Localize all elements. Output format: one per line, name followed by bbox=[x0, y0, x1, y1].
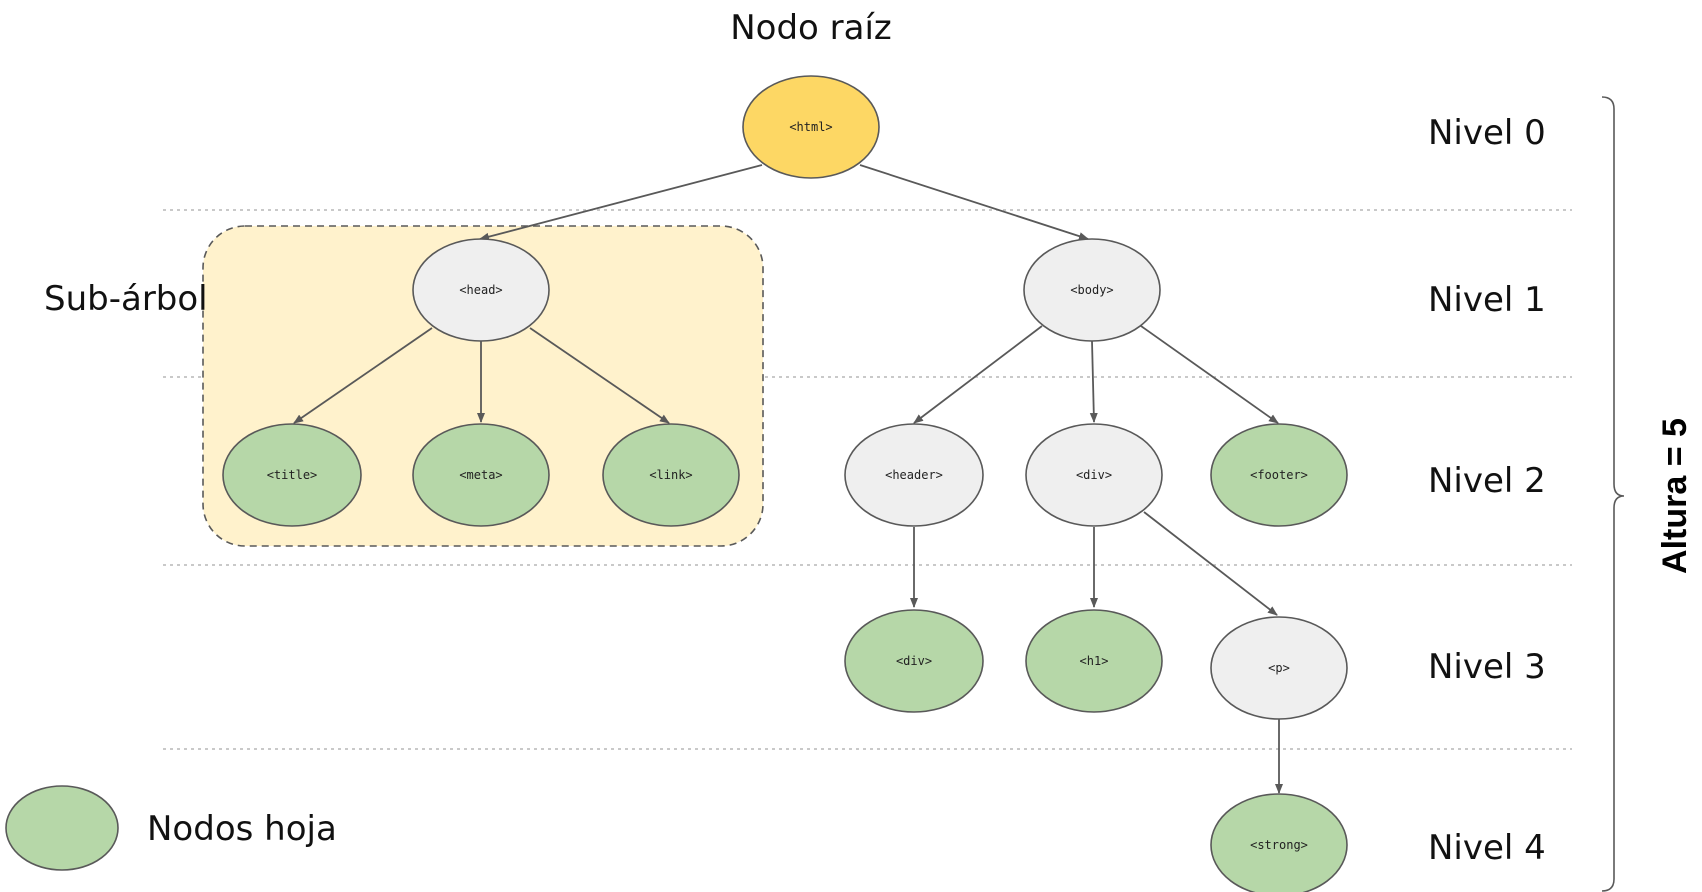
level-label: Nivel 4 bbox=[1428, 828, 1546, 868]
node-label: <head> bbox=[459, 283, 502, 297]
inner-node-shape bbox=[412, 238, 550, 342]
subtree-label: Sub-árbol bbox=[44, 279, 208, 319]
edges bbox=[293, 164, 1283, 794]
node-meta: <meta> bbox=[412, 423, 550, 527]
node-footer: <footer> bbox=[1210, 423, 1348, 527]
node-label: <body> bbox=[1070, 283, 1113, 297]
node-strong: <strong> bbox=[1210, 793, 1348, 892]
node-title: <title> bbox=[222, 423, 362, 527]
node-label: <footer> bbox=[1250, 468, 1308, 482]
root-label: Nodo raíz bbox=[730, 8, 892, 48]
edge-body-footer bbox=[1140, 325, 1279, 424]
leaf-node-shape bbox=[844, 609, 984, 713]
node-label: <p> bbox=[1268, 661, 1290, 675]
legend-swatch bbox=[5, 785, 119, 871]
node-link: <link> bbox=[602, 423, 740, 527]
node-div: <div> bbox=[1025, 423, 1163, 527]
node-label: <title> bbox=[267, 468, 318, 482]
level-labels: Nivel 0 Nivel 1 Nivel 2 Nivel 3 Nivel 4 bbox=[1428, 113, 1546, 868]
leaf-node-shape bbox=[602, 423, 740, 527]
level-label: Nivel 1 bbox=[1428, 280, 1546, 320]
node-label: <header> bbox=[885, 468, 943, 482]
height-bracket bbox=[1601, 96, 1625, 892]
node-header: <header> bbox=[844, 423, 984, 527]
inner-node-shape bbox=[1210, 616, 1348, 720]
leaf-node-shape bbox=[222, 423, 362, 527]
node-label: <div> bbox=[1076, 468, 1112, 482]
leaf-node-shape bbox=[1210, 793, 1348, 892]
node-html: <html> bbox=[742, 75, 880, 179]
edge-html-head bbox=[479, 164, 763, 241]
node-body: <body> bbox=[1023, 238, 1161, 342]
leaf-node-shape bbox=[412, 423, 550, 527]
height-label: Altura = 5 bbox=[1656, 418, 1694, 574]
edge-body-header bbox=[913, 325, 1043, 424]
node-label: <meta> bbox=[459, 468, 502, 482]
level-label: Nivel 3 bbox=[1428, 647, 1546, 687]
node-h1: <h1> bbox=[1025, 609, 1163, 713]
node-label: <h1> bbox=[1080, 654, 1109, 668]
edge-head-link bbox=[529, 327, 670, 424]
node-head: <head> bbox=[412, 238, 550, 342]
node-label: <strong> bbox=[1250, 838, 1308, 852]
node-p: <p> bbox=[1210, 616, 1348, 720]
leaf-node-shape bbox=[1210, 423, 1348, 527]
node-div-leaf: <div> bbox=[844, 609, 984, 713]
legend-label: Nodos hoja bbox=[147, 809, 337, 849]
edge-html-body bbox=[859, 164, 1089, 241]
inner-node-shape bbox=[1023, 238, 1161, 342]
node-label: <html> bbox=[789, 120, 832, 134]
inner-node-shape bbox=[1025, 423, 1163, 527]
edge-div-p bbox=[1143, 511, 1278, 616]
edge-head-title bbox=[293, 327, 433, 424]
leaf-legend: Nodos hoja bbox=[5, 785, 337, 871]
leaf-node-shape bbox=[1025, 609, 1163, 713]
node-label: <link> bbox=[649, 468, 692, 482]
node-label: <div> bbox=[896, 654, 932, 668]
inner-node-shape bbox=[844, 423, 984, 527]
root-node-shape bbox=[742, 75, 880, 179]
edge-body-div bbox=[1089, 340, 1098, 423]
level-label: Nivel 0 bbox=[1428, 113, 1546, 153]
level-label: Nivel 2 bbox=[1428, 461, 1546, 501]
